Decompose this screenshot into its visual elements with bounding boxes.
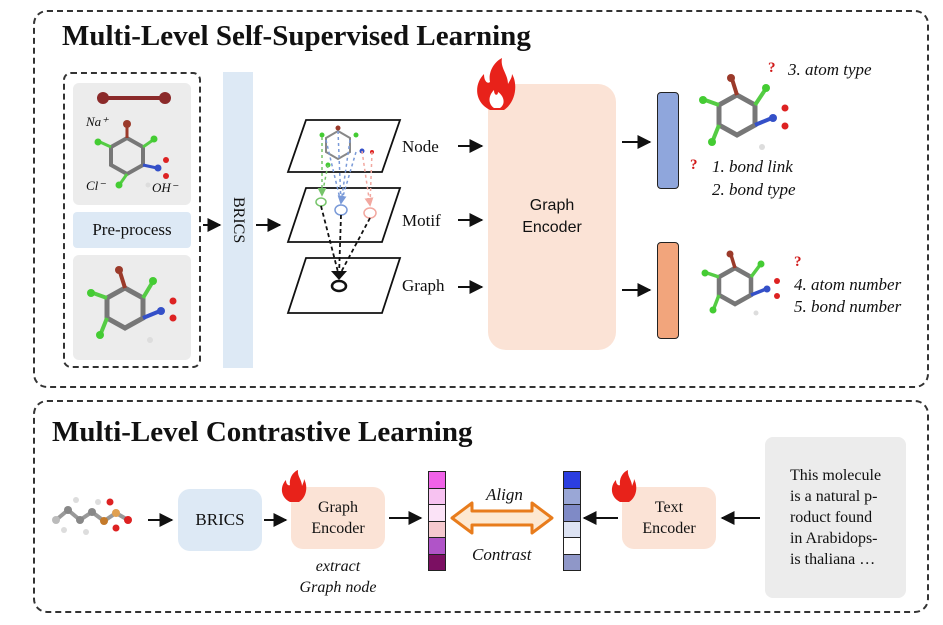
cl-ion-label: Cl⁻ bbox=[86, 178, 106, 193]
raw-benzene-molecule-icon bbox=[94, 120, 169, 189]
trainable-flame-icon bbox=[477, 58, 516, 110]
node-to-motif-pooling-lines bbox=[317, 130, 374, 207]
atom-type-task: 3. atom type bbox=[788, 60, 872, 79]
clean-benzene-molecule-icon bbox=[87, 266, 177, 343]
bond-type-task: 2. bond type bbox=[712, 180, 796, 199]
text-embedding-cell bbox=[564, 504, 580, 521]
graph-embedding-cell bbox=[429, 504, 445, 521]
bond-question-mark: ? bbox=[690, 157, 698, 173]
graph-embedding-cell bbox=[429, 537, 445, 554]
motif-node-red bbox=[363, 207, 377, 219]
preprocess-box: Pre-process bbox=[73, 212, 191, 248]
input-3d-molecule-icon bbox=[52, 497, 132, 535]
graph-encoder-label: Graph Encoder bbox=[522, 197, 582, 236]
graph-encoder-block: Graph Encoder bbox=[488, 84, 616, 350]
atom-type-question-mark: ? bbox=[768, 60, 776, 76]
motif-node-blue bbox=[334, 204, 348, 216]
predicted-molecule-bottom-icon bbox=[701, 250, 780, 316]
input-molecules-group bbox=[63, 72, 201, 368]
text-input-content: This molecule is a natural p- roduct fou… bbox=[789, 467, 882, 568]
text-encoder-flame-icon bbox=[611, 470, 637, 502]
self-supervised-title: Multi-Level Self-Supervised Learning bbox=[62, 20, 531, 52]
graph-encoder-flame-icon bbox=[281, 470, 307, 502]
contrast-label: Contrast bbox=[472, 545, 532, 564]
bond-number-task: 5. bond number bbox=[794, 297, 902, 316]
oh-ion-label: OH⁻ bbox=[152, 180, 178, 195]
diatomic-molecule-icon bbox=[97, 92, 171, 104]
graph-node bbox=[330, 279, 348, 293]
text-encoder-box: Text Encoder bbox=[622, 487, 716, 549]
motif-to-graph-pooling-lines bbox=[320, 205, 371, 280]
raw-molecule-card bbox=[73, 83, 191, 205]
atom-number-task: 4. atom number bbox=[794, 275, 902, 294]
extract-graph-node-caption: extract Graph node bbox=[299, 558, 377, 596]
graph-embedding-cell bbox=[429, 487, 445, 504]
node-embedding-bar bbox=[657, 92, 679, 189]
node-plane-molecule-icon bbox=[319, 125, 374, 168]
text-embedding-stack bbox=[563, 471, 581, 571]
text-embedding-cell bbox=[564, 520, 580, 537]
bottom-graph-encoder-box: Graph Encoder bbox=[291, 487, 385, 549]
bottom-graph-encoder-label: Graph Encoder bbox=[311, 499, 365, 537]
graph-level-label: Graph bbox=[402, 276, 445, 295]
bond-link-task: 1. bond link bbox=[712, 157, 793, 176]
graph-embedding-cell bbox=[429, 472, 445, 488]
text-embedding-cell bbox=[564, 472, 580, 488]
graph-embedding-cell bbox=[429, 520, 445, 537]
brics-bar: BRICS bbox=[223, 72, 253, 368]
motif-node-green bbox=[315, 197, 327, 207]
clean-molecule-card bbox=[73, 255, 191, 360]
bottom-brics-box: BRICS bbox=[178, 489, 262, 551]
node-level-label: Node bbox=[402, 137, 439, 156]
align-contrast-double-arrow bbox=[450, 501, 554, 535]
number-question-mark: ? bbox=[794, 254, 802, 270]
align-label: Align bbox=[486, 485, 523, 504]
text-embedding-cell bbox=[564, 553, 580, 570]
motif-level-label: Motif bbox=[402, 211, 441, 230]
self-supervised-panel bbox=[33, 10, 929, 388]
predicted-molecule-top-icon bbox=[699, 74, 789, 150]
graph-embedding-stack bbox=[428, 471, 446, 571]
text-embedding-cell bbox=[564, 537, 580, 554]
contrastive-title: Multi-Level Contrastive Learning bbox=[52, 416, 473, 448]
node-plane bbox=[286, 119, 402, 173]
brics-bar-label: BRICS bbox=[230, 196, 247, 244]
text-encoder-label: Text Encoder bbox=[642, 499, 696, 537]
graph-embedding-bar bbox=[657, 242, 679, 339]
text-input-card: This molecule is a natural p- roduct fou… bbox=[765, 437, 906, 598]
na-ion-label: Na⁺ bbox=[86, 114, 109, 129]
graph-embedding-cell bbox=[429, 553, 445, 570]
text-embedding-cell bbox=[564, 487, 580, 504]
contrastive-panel bbox=[33, 400, 929, 613]
